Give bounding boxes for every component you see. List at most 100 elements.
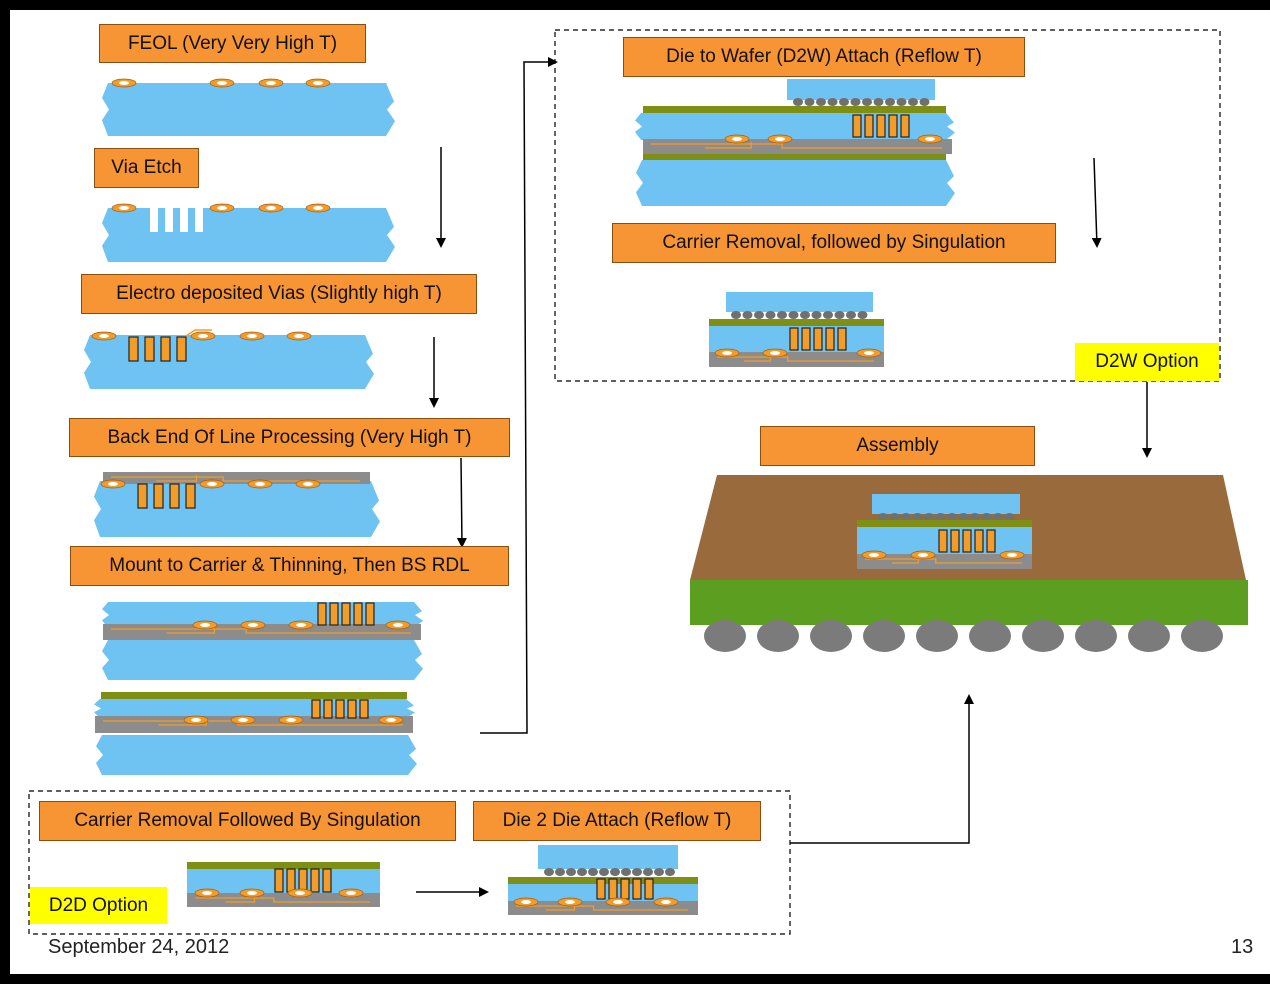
- microbump: [970, 513, 980, 521]
- bond-pad-core: [217, 81, 227, 85]
- through-silicon-via: [286, 868, 296, 893]
- bond-pad-core: [313, 206, 323, 210]
- bond-pad-core: [869, 553, 879, 557]
- solder-ball: [757, 620, 799, 652]
- step-label-back-end-of-line: Back End Of Line Processing (Very High T…: [69, 418, 510, 457]
- through-silicon-via: [311, 699, 321, 719]
- backside-rdl-layer: [101, 692, 407, 699]
- through-silicon-via: [938, 529, 948, 553]
- microbump: [862, 98, 872, 106]
- microbump: [919, 98, 930, 106]
- through-silicon-via: [322, 868, 332, 893]
- microbump: [885, 98, 895, 106]
- bond-pad-core: [119, 81, 129, 85]
- through-silicon-via: [801, 327, 811, 351]
- bond-pad-core: [247, 891, 257, 895]
- bond-pad-core: [565, 900, 575, 904]
- through-silicon-via: [986, 529, 996, 553]
- bond-layer: [643, 106, 946, 113]
- step-label-feol: FEOL (Very Very High T): [99, 24, 366, 63]
- d2d-option-box: [28, 790, 791, 935]
- through-silicon-via: [353, 602, 363, 626]
- bond-pad-core: [296, 623, 306, 627]
- d2w-option-box: [554, 29, 1221, 382]
- bond-pad-core: [266, 206, 276, 210]
- microbump: [873, 98, 884, 106]
- through-silicon-via: [789, 327, 799, 351]
- wafer-beol: [94, 481, 380, 537]
- through-silicon-via: [335, 699, 345, 719]
- etched-via-hole: [165, 208, 173, 232]
- bond-pad-core: [286, 718, 296, 722]
- microbump: [788, 311, 799, 319]
- solder-ball: [863, 620, 905, 652]
- d2d-option-tag: D2D Option: [30, 887, 167, 924]
- microbump: [834, 311, 845, 319]
- through-silicon-via: [359, 699, 369, 719]
- solder-ball: [704, 620, 746, 652]
- interconnect-wiring: [651, 142, 942, 149]
- microbump: [754, 311, 764, 319]
- bond-pad-core: [613, 900, 623, 904]
- bond-pad-core: [775, 137, 785, 141]
- microbump: [765, 311, 776, 319]
- through-silicon-via: [900, 114, 910, 138]
- solder-ball: [1181, 620, 1223, 652]
- through-silicon-via: [852, 114, 862, 138]
- through-silicon-via: [298, 868, 308, 893]
- beol-layer: [857, 554, 1032, 569]
- carrier-adhesive: [643, 154, 946, 160]
- through-silicon-via: [341, 602, 351, 626]
- bond-pad-core: [266, 81, 276, 85]
- microbump: [823, 311, 833, 319]
- through-silicon-via: [317, 602, 327, 626]
- through-silicon-via: [176, 336, 187, 362]
- through-silicon-via: [632, 878, 642, 900]
- bond-pad-core: [255, 482, 265, 486]
- bond-pad-core: [732, 137, 742, 141]
- through-silicon-via: [864, 114, 874, 138]
- bond-pad-core: [248, 623, 258, 627]
- page-number: 13: [1231, 936, 1254, 958]
- carrier-wafer-2: [96, 735, 417, 775]
- bond-pad-core: [1007, 553, 1017, 557]
- through-silicon-via: [974, 529, 984, 553]
- through-silicon-via: [185, 483, 196, 509]
- microbump: [610, 868, 620, 876]
- slide-border-left: [0, 0, 10, 984]
- interconnect-wiring: [111, 627, 411, 634]
- microbump: [908, 98, 918, 106]
- bond-pad-core: [207, 482, 217, 486]
- bond-pad-core: [238, 718, 248, 722]
- microbump: [935, 513, 946, 521]
- d2d-rdl-layer: [187, 862, 380, 869]
- through-silicon-via: [950, 529, 960, 553]
- microbump: [804, 98, 815, 106]
- microbump: [896, 98, 907, 106]
- solder-ball: [1075, 620, 1117, 652]
- microbump: [993, 513, 1003, 521]
- microbump: [665, 868, 675, 876]
- step-label-assembly: Assembly: [760, 426, 1035, 466]
- solder-ball: [969, 620, 1011, 652]
- bond-pad-core: [294, 334, 304, 338]
- bond-pad-core: [386, 718, 396, 722]
- through-silicon-via: [813, 327, 823, 351]
- microbump: [889, 513, 900, 521]
- wafer-d2w-upper: [635, 113, 955, 140]
- solder-ball: [916, 620, 958, 652]
- through-silicon-via: [347, 699, 357, 719]
- beol-layer: [103, 472, 370, 484]
- step-label-d2w-attach: Die to Wafer (D2W) Attach (Reflow T): [623, 37, 1025, 77]
- microbump: [793, 98, 803, 106]
- assembly-bond-layer: [857, 520, 1032, 527]
- via-link: [185, 329, 212, 337]
- through-silicon-via: [962, 529, 972, 553]
- slide-border-bottom: [0, 974, 1270, 984]
- bond-pad-core: [191, 718, 201, 722]
- microbump: [827, 98, 838, 106]
- carrier-d2w: [636, 160, 955, 206]
- microbump: [912, 513, 923, 521]
- step-label-electro-deposited-vias: Electro deposited Vias (Slightly high T): [81, 274, 477, 314]
